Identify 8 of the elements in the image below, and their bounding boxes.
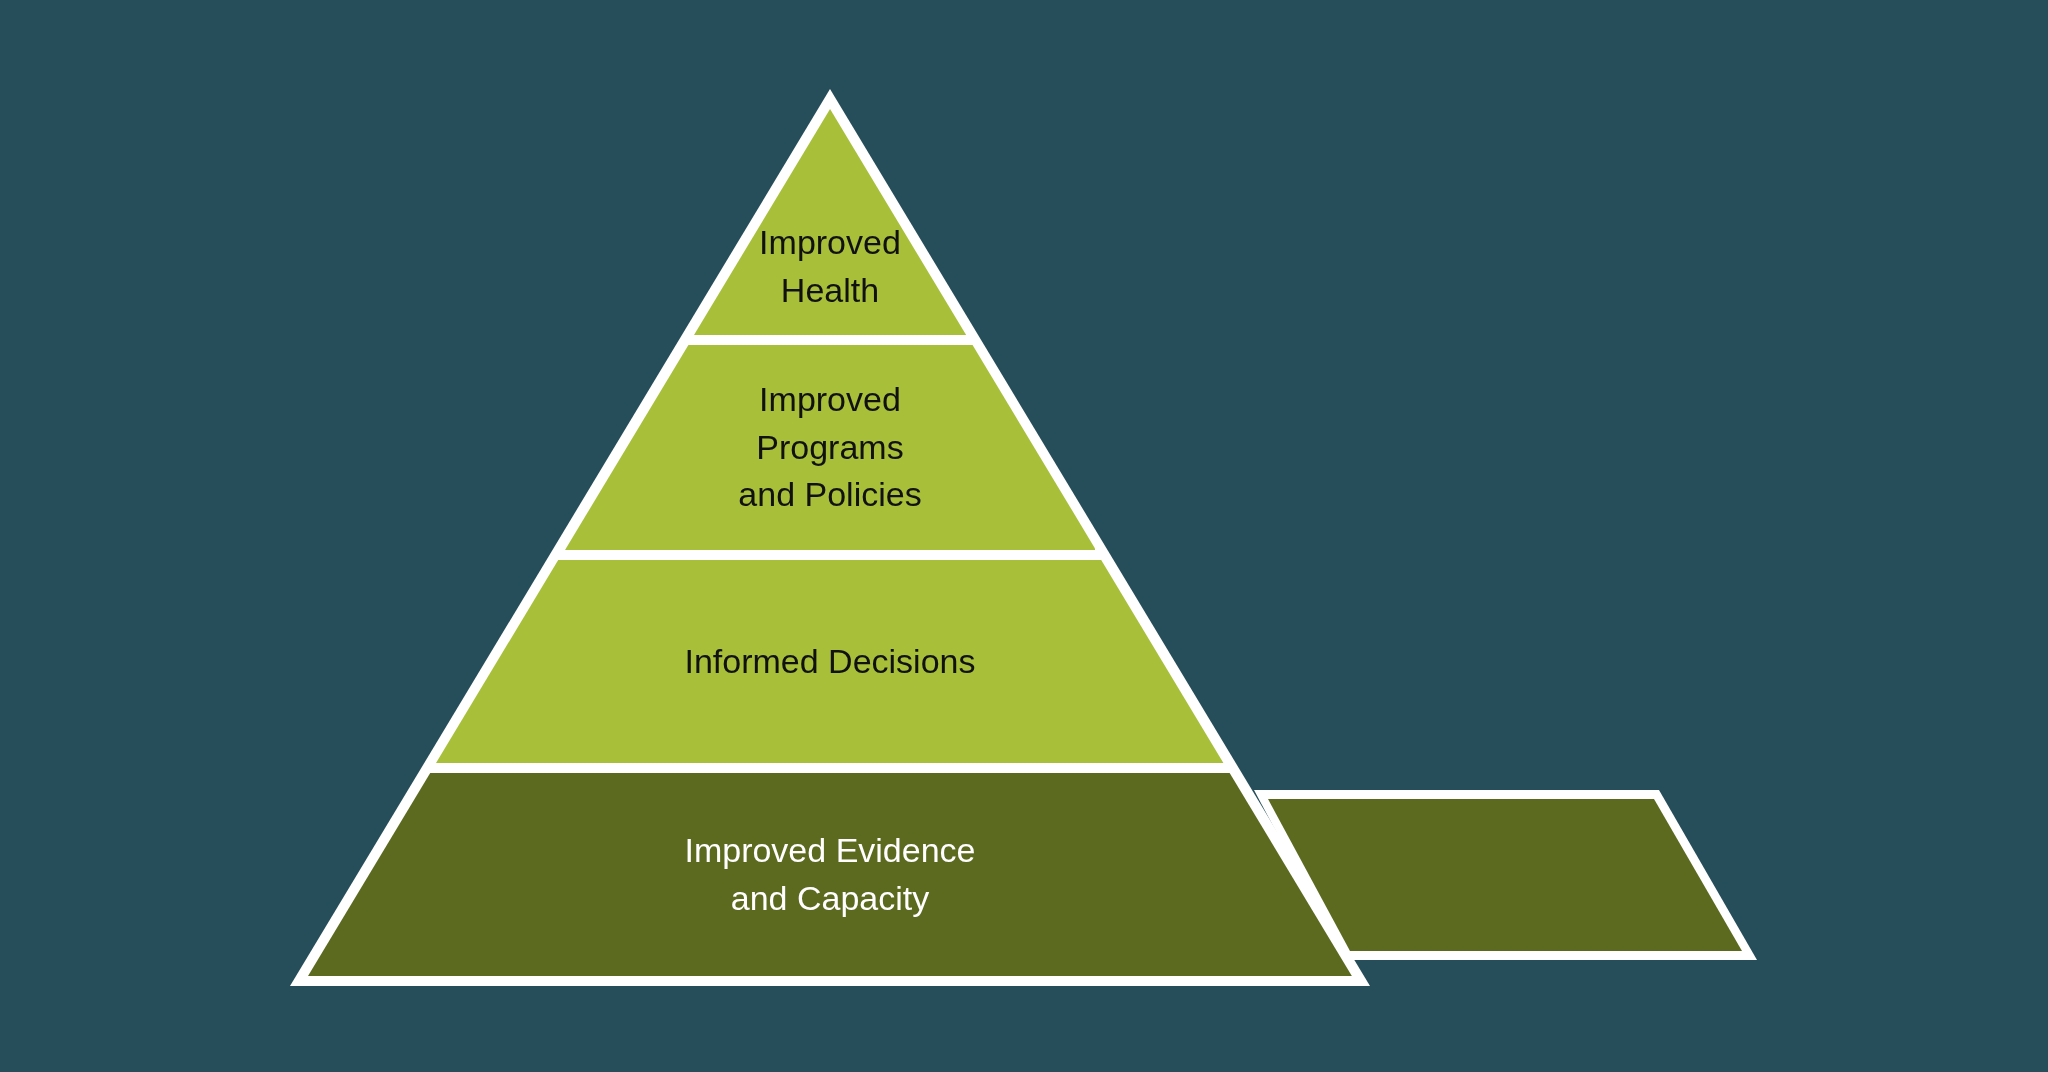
level-label: Improved Evidence and Capacity xyxy=(683,829,977,919)
level-label: Informed Decisions xyxy=(684,640,976,682)
side-trapezoid xyxy=(1254,790,1757,960)
pyramid-level xyxy=(436,560,1224,763)
level-label: Improved Programs and Policies xyxy=(737,379,923,516)
pyramid-level xyxy=(693,109,967,335)
level-label: Improved Health xyxy=(758,222,902,311)
pyramid-level xyxy=(564,345,1096,550)
